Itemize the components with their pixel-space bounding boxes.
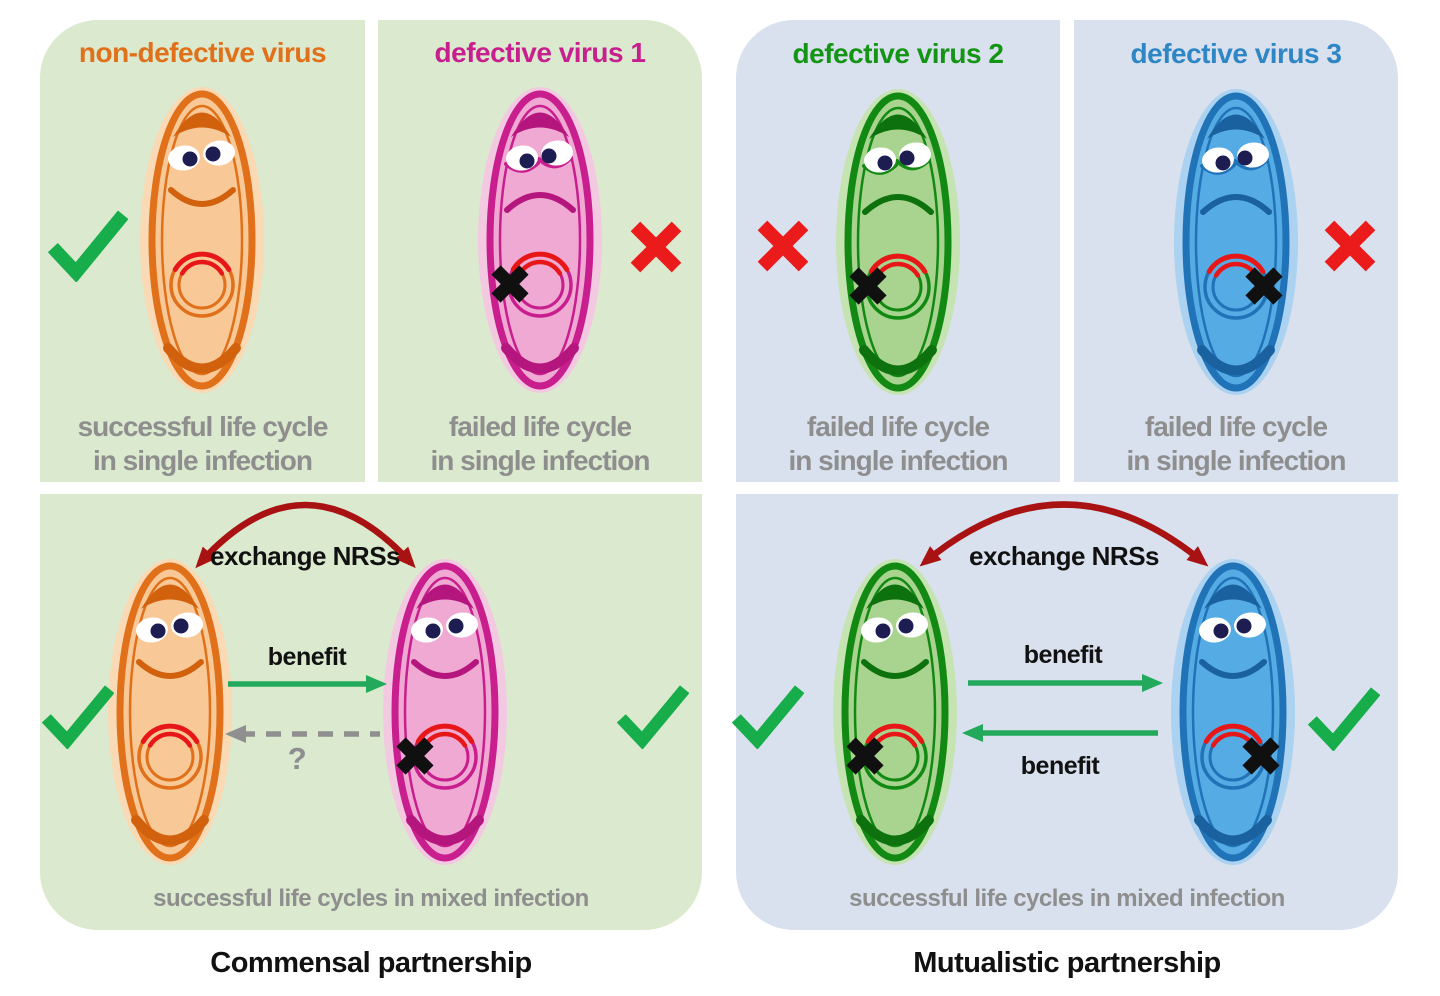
- title-non-defective-virus: non-defective virus: [78, 37, 327, 68]
- virus-non-defective-mixed: [85, 552, 255, 872]
- virus-non-defective: [117, 80, 287, 400]
- red-x-icon: [755, 218, 811, 274]
- caption-line: in single infection: [788, 445, 1008, 476]
- defect-x-icon: [846, 737, 884, 775]
- caption-line: in single infection: [430, 445, 650, 476]
- benefit-label-mutualistic-top: benefit: [1023, 641, 1103, 669]
- caption-line: failed life cycle: [448, 411, 632, 442]
- question-mark-label: ?: [287, 741, 307, 776]
- check-icon: [1308, 687, 1380, 751]
- title-defective-virus-1: defective virus 1: [434, 37, 646, 68]
- caption-line: in single infection: [92, 445, 313, 476]
- benefit-label-commensal: benefit: [267, 643, 347, 671]
- caption-line: failed life cycle: [1144, 411, 1328, 442]
- title-defective-virus-2: defective virus 2: [792, 38, 1004, 69]
- red-x-icon: [628, 219, 684, 275]
- virus-defective-2: [813, 82, 983, 402]
- defect-x-icon: [1242, 737, 1280, 775]
- mutualistic-partnership-label: Mutualistic partnership: [913, 947, 1221, 979]
- virus-defective-2-mixed: [810, 552, 980, 872]
- caption-line: failed life cycle: [806, 411, 990, 442]
- exchange-nrss-label-mutualistic: exchange NRSs: [968, 541, 1160, 571]
- defect-x-icon: [396, 737, 434, 775]
- check-icon: [48, 210, 128, 282]
- commensal-partnership-label: Commensal partnership: [210, 947, 532, 979]
- virus-defective-1-mixed: [360, 552, 530, 872]
- title-defective-virus-3: defective virus 3: [1130, 38, 1342, 69]
- caption-mixed-infection-commensal: successful life cycles in mixed infectio…: [153, 885, 589, 912]
- defect-x-icon: [849, 267, 887, 305]
- virus-defective-3-mixed: [1148, 552, 1318, 872]
- check-icon: [617, 685, 689, 749]
- caption-single-infection-4: failed life cycle in single infection: [1074, 410, 1398, 478]
- caption-line: successful life cycle: [77, 411, 329, 442]
- caption-mixed-infection-mutualistic: successful life cycles in mixed infectio…: [849, 885, 1285, 912]
- caption-single-infection-1: successful life cycle in single infectio…: [40, 410, 365, 478]
- caption-single-infection-2: failed life cycle in single infection: [378, 410, 702, 478]
- defect-x-icon: [491, 265, 529, 303]
- red-x-icon: [1322, 218, 1378, 274]
- check-icon: [732, 685, 804, 749]
- caption-single-infection-3: failed life cycle in single infection: [736, 410, 1060, 478]
- virus-defective-3: [1151, 82, 1321, 402]
- check-icon: [42, 685, 114, 749]
- benefit-label-mutualistic-bottom: benefit: [1020, 752, 1100, 780]
- caption-line: in single infection: [1126, 445, 1346, 476]
- exchange-nrss-label-commensal: exchange NRSs: [209, 541, 401, 571]
- defect-x-icon: [1245, 267, 1283, 305]
- virus-defective-1: [455, 80, 625, 400]
